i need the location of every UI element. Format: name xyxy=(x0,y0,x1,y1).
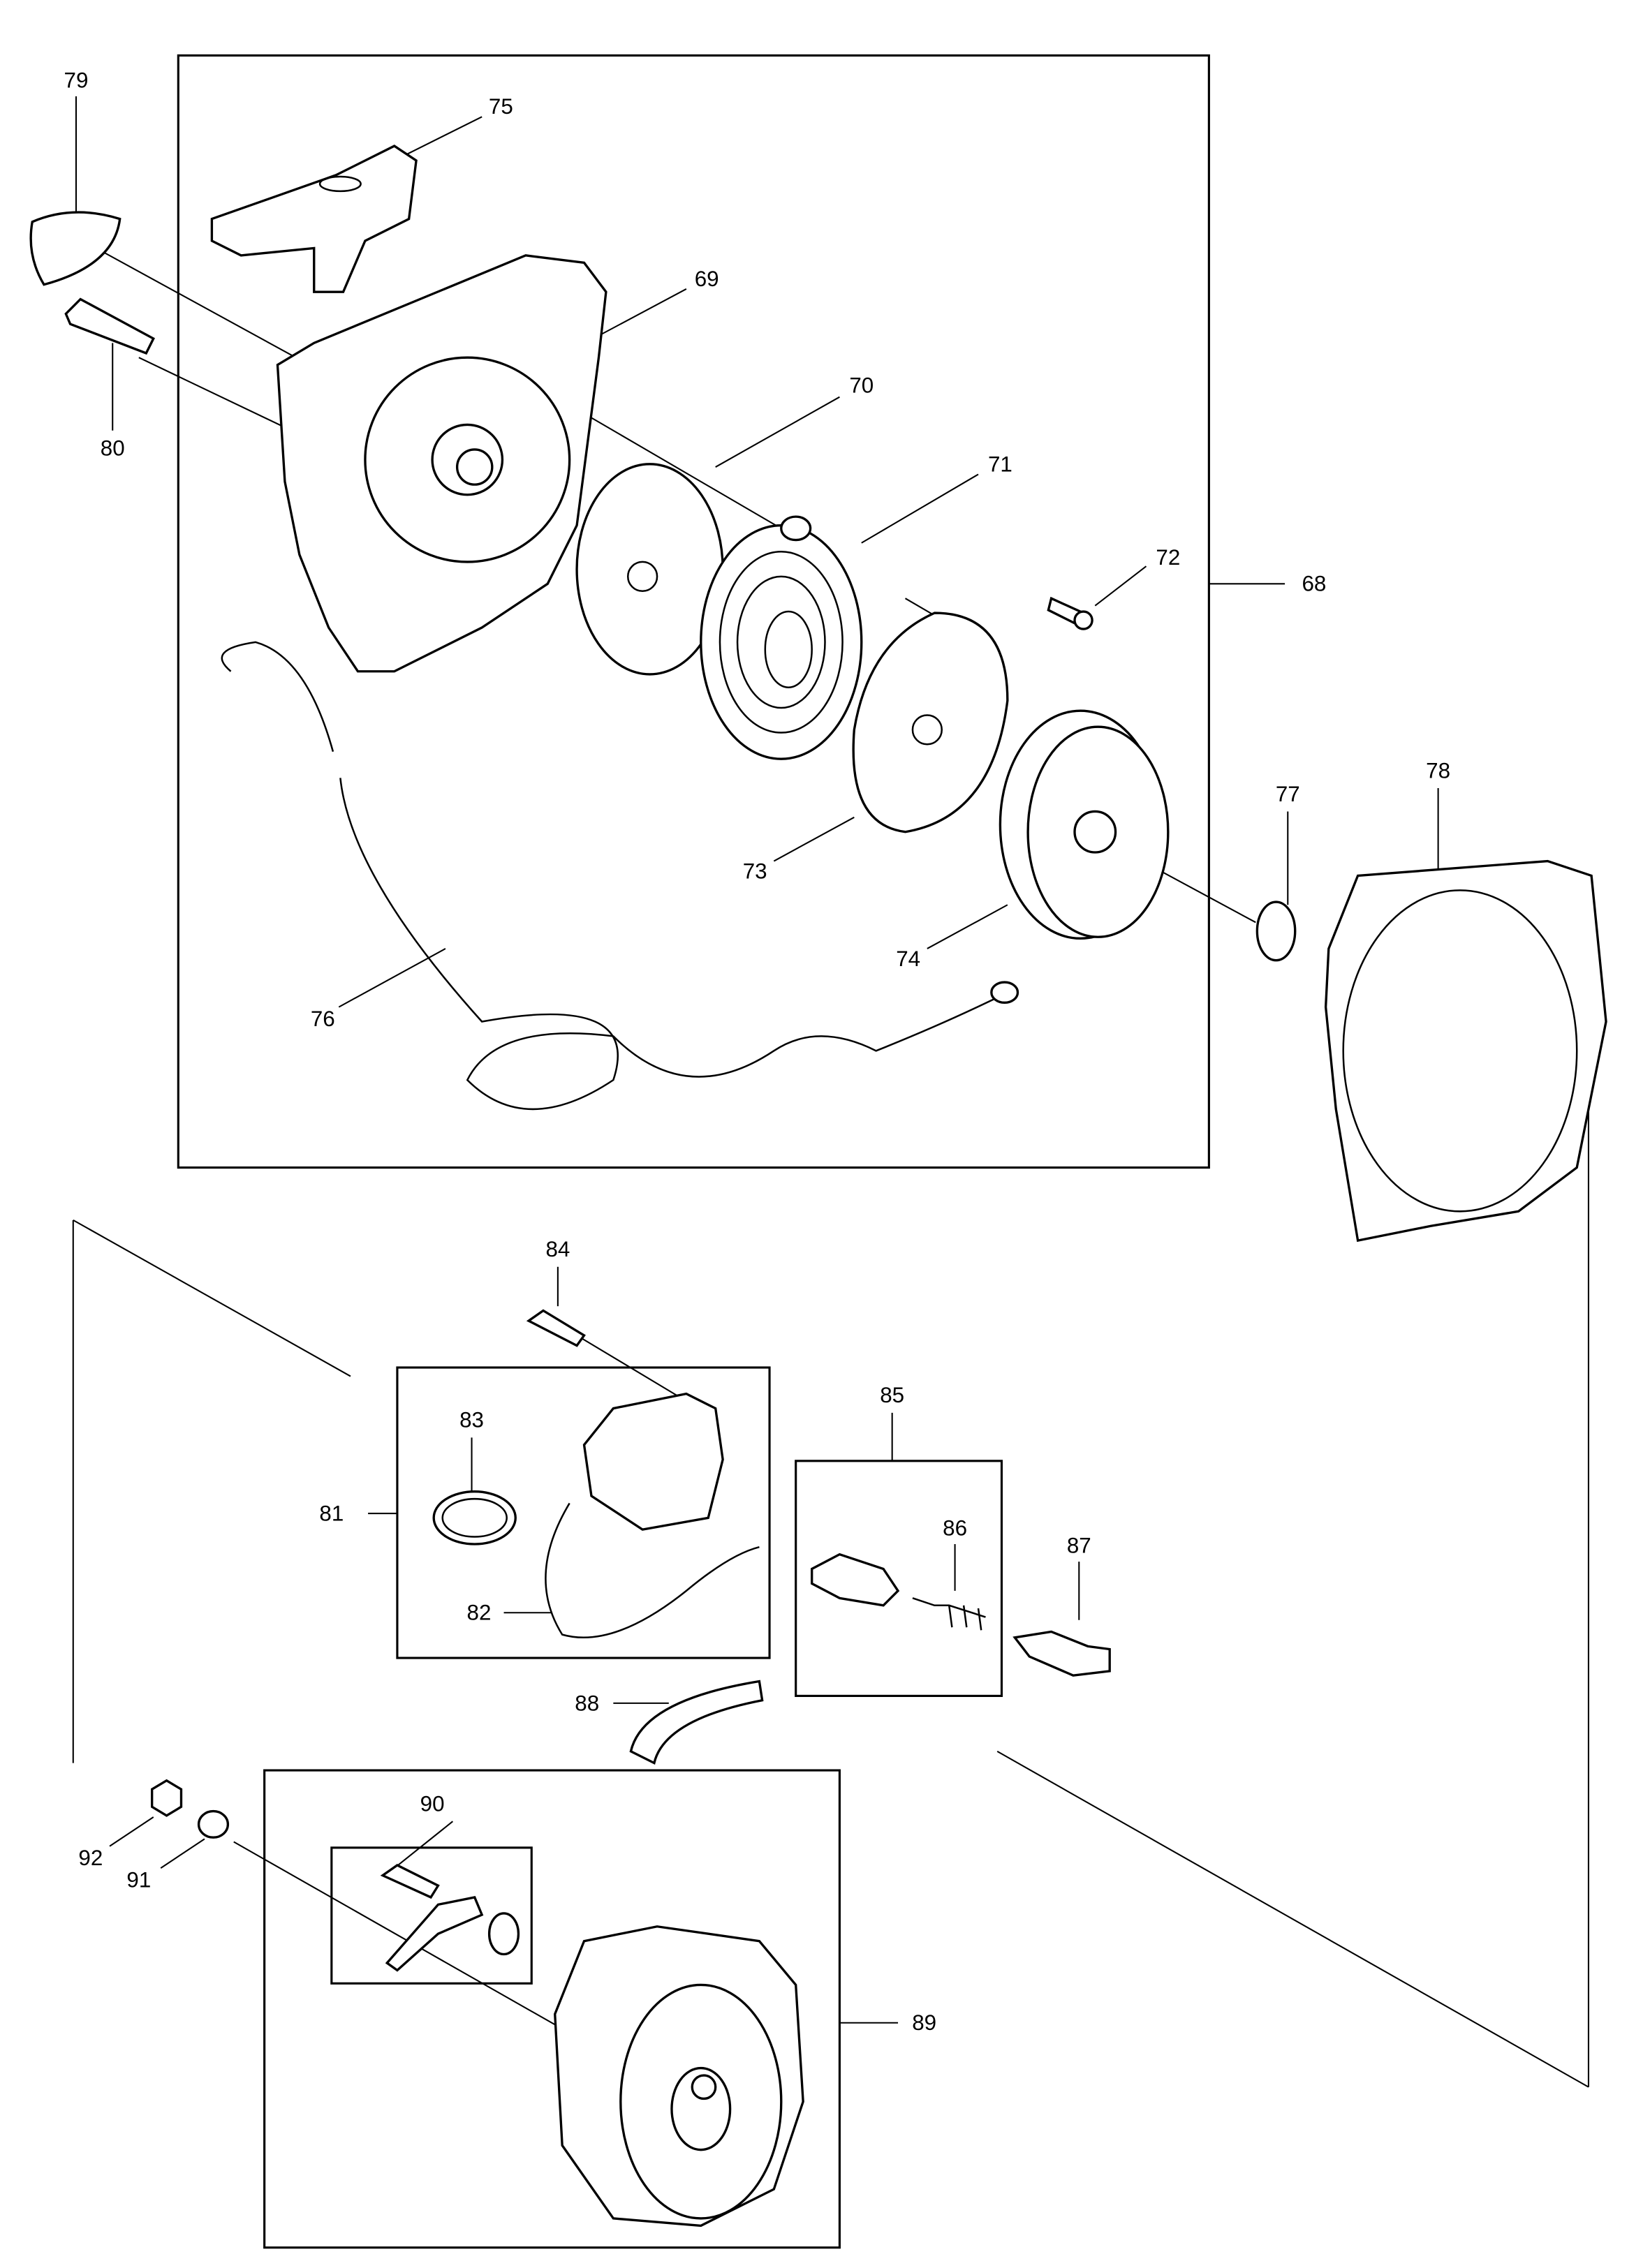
cover-part-79 xyxy=(29,211,121,286)
label-84: 84 xyxy=(545,1237,570,1261)
label-83: 83 xyxy=(459,1408,484,1432)
label-90: 90 xyxy=(420,1792,445,1816)
label-88: 88 xyxy=(575,1691,599,1715)
label-87: 87 xyxy=(1067,1534,1091,1558)
plate-part-73 xyxy=(852,612,1009,833)
wire-part-83 xyxy=(432,1490,517,1546)
plug-cap-part xyxy=(811,1552,900,1607)
label-78: 78 xyxy=(1426,758,1450,783)
label-70: 70 xyxy=(849,373,874,397)
plug-cap-assembly-box xyxy=(795,1460,1003,1698)
label-91: 91 xyxy=(126,1867,151,1892)
label-74: 74 xyxy=(896,947,920,971)
bolt-part-84 xyxy=(526,1309,586,1347)
bolt-part-80 xyxy=(64,297,155,355)
tube-part-88 xyxy=(629,1680,764,1765)
label-89: 89 xyxy=(912,2010,936,2035)
label-85: 85 xyxy=(880,1383,904,1407)
spring-part-71 xyxy=(700,524,863,760)
spark-plug-part-87 xyxy=(1012,1630,1111,1677)
label-72: 72 xyxy=(1156,545,1180,570)
handle-part-75 xyxy=(210,144,418,293)
part-labels: 79 75 69 70 71 72 68 80 73 74 77 78 76 8… xyxy=(64,68,1451,2035)
label-82: 82 xyxy=(467,1601,492,1625)
label-69: 69 xyxy=(695,267,719,291)
pawl-assembly-box xyxy=(330,1846,533,1985)
label-81: 81 xyxy=(319,1502,344,1526)
spring-part-86 xyxy=(912,1597,986,1631)
wire-part-82 xyxy=(545,1502,760,1639)
nut-part-92 xyxy=(150,1779,183,1817)
circlip-part-77 xyxy=(1255,900,1297,962)
label-71: 71 xyxy=(988,452,1012,476)
washer-part-91 xyxy=(197,1809,230,1839)
label-73: 73 xyxy=(743,859,767,884)
label-80: 80 xyxy=(101,436,125,460)
flywheel-assembly-box xyxy=(263,1769,841,2249)
label-68: 68 xyxy=(1302,572,1326,596)
label-75: 75 xyxy=(489,94,513,119)
rope-part-76 xyxy=(221,641,1008,1111)
ignition-coil-part xyxy=(582,1392,724,1531)
guide-plate-part-78 xyxy=(1324,859,1607,1243)
label-92: 92 xyxy=(78,1846,103,1870)
label-79: 79 xyxy=(64,68,89,92)
label-77: 77 xyxy=(1276,782,1300,806)
pawl-part xyxy=(385,1896,484,1972)
label-76: 76 xyxy=(311,1007,335,1031)
bolt-part-90 xyxy=(380,1864,440,1899)
label-86: 86 xyxy=(943,1515,967,1540)
recoil-starter-assembly-box xyxy=(177,54,1210,1169)
